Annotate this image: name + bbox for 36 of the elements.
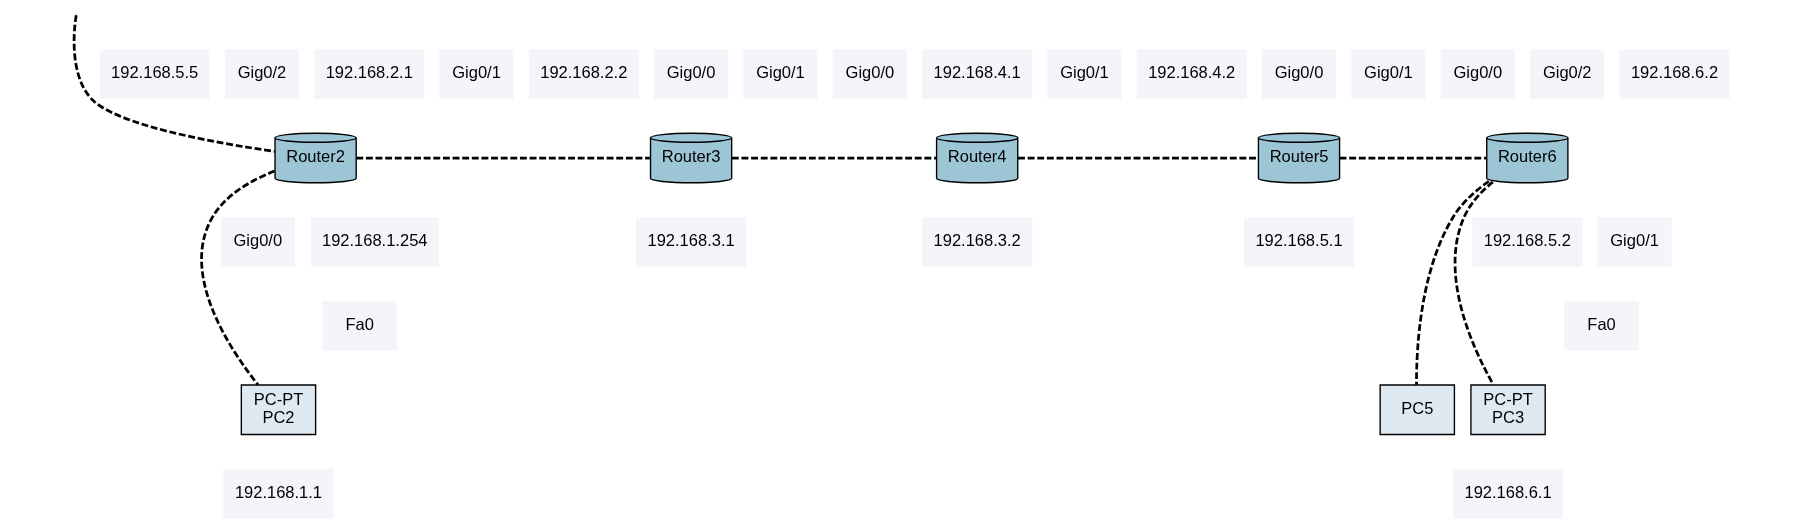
connector (731, 156, 937, 160)
label: 192.168.1.254 (321, 231, 428, 250)
node-box: PC-PT PC3 (1470, 384, 1546, 436)
node-box: PC5 (1379, 384, 1456, 436)
label: 192.168.5.5 (111, 63, 199, 82)
label: Gig0/2 (237, 63, 287, 82)
label: Gig0/1 (756, 63, 805, 82)
connector (356, 156, 650, 160)
label: 192.168.3.1 (647, 231, 735, 250)
label: Gig0/2 (1542, 63, 1592, 82)
label: 192.168.5.1 (1255, 231, 1343, 250)
label: 192.168.6.2 (1630, 63, 1719, 82)
label: Gig0/1 (1610, 231, 1659, 250)
connector (200, 169, 276, 386)
label: Fa0 (1587, 315, 1616, 334)
connector (1018, 156, 1259, 160)
label: 192.168.1.1 (234, 482, 323, 501)
label: 192.168.5.2 (1483, 231, 1571, 250)
label: Gig0/1 (452, 63, 501, 82)
label: 192.168.4.2 (1148, 63, 1236, 82)
label: Gig0/0 (666, 63, 716, 82)
label: 192.168.2.1 (325, 63, 413, 82)
label: 192.168.6.1 (1464, 482, 1552, 501)
connector (1339, 156, 1487, 160)
node-box: PC-PT PC2 (240, 384, 317, 436)
label: Gig0/0 (233, 231, 283, 250)
label: Fa0 (345, 315, 374, 334)
label: Gig0/1 (1364, 63, 1413, 82)
label: 192.168.3.2 (933, 231, 1021, 250)
label: Gig0/0 (1453, 63, 1503, 82)
label: Gig0/0 (1274, 63, 1324, 82)
label: 192.168.2.2 (540, 63, 628, 82)
label: Gig0/1 (1060, 63, 1109, 82)
connector (1415, 180, 1490, 385)
label: Gig0/0 (845, 63, 895, 82)
label: 192.168.4.1 (933, 63, 1021, 82)
